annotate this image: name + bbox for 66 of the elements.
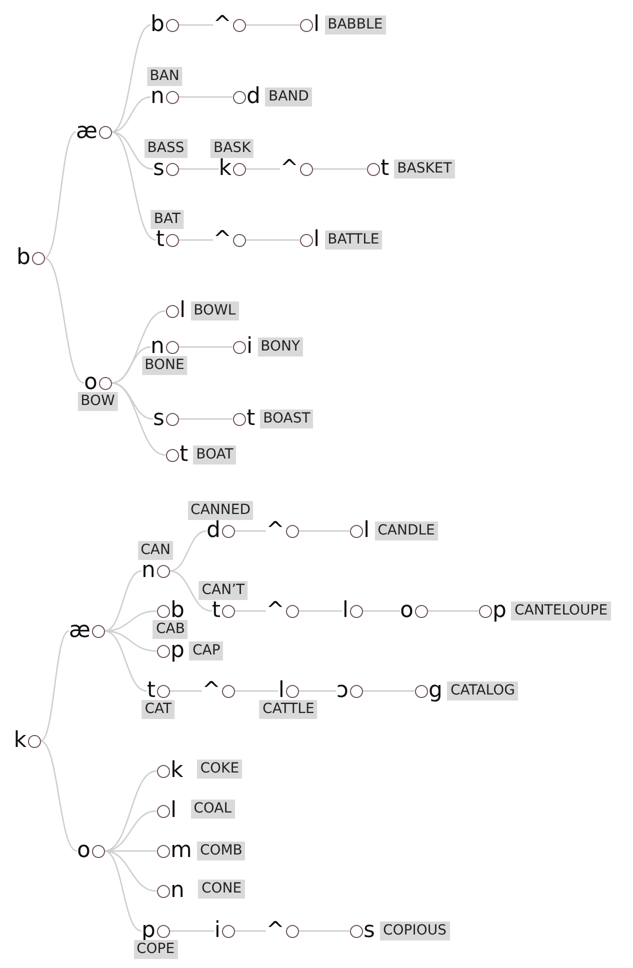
word-label: COPE bbox=[133, 940, 178, 959]
word-label: CATALOG bbox=[447, 682, 518, 700]
tree-branch-line bbox=[169, 530, 207, 572]
word-label: BASKET bbox=[394, 160, 455, 178]
tree-branch-line bbox=[104, 850, 142, 932]
word-label: BASK bbox=[210, 139, 254, 158]
tree-branch-line bbox=[170, 930, 214, 932]
tree-branch-line bbox=[362, 690, 414, 692]
tree-branch-line bbox=[40, 630, 70, 742]
tree-branch-line bbox=[246, 24, 300, 26]
tree-branch-line bbox=[298, 530, 350, 532]
word-label: BATTLE bbox=[324, 230, 382, 250]
word-label: CANTELOUPE bbox=[511, 602, 611, 620]
tree-branch-line bbox=[234, 530, 266, 532]
word-label: BAN bbox=[146, 67, 182, 86]
word-label: CAN’T bbox=[198, 581, 248, 600]
tree-branch-line bbox=[246, 168, 280, 170]
word-label: COKE bbox=[197, 760, 242, 779]
word-label: BOAST bbox=[260, 410, 314, 428]
tree-branch-line bbox=[234, 930, 266, 932]
word-label: BOW bbox=[78, 392, 118, 411]
tree-branch-line bbox=[178, 24, 214, 26]
tree-branch-line bbox=[298, 690, 336, 692]
word-label: BAND bbox=[265, 88, 312, 106]
word-label: BASS bbox=[144, 139, 188, 158]
word-label: CAP bbox=[189, 642, 224, 660]
word-label: BABBLE bbox=[324, 16, 386, 34]
word-label: BOAT bbox=[193, 446, 236, 464]
tree-branch-line bbox=[170, 690, 202, 692]
word-label: BONE bbox=[142, 356, 188, 375]
tree-branch-line bbox=[428, 610, 478, 612]
word-label: CAN bbox=[138, 541, 174, 560]
word-label: CONE bbox=[198, 880, 245, 899]
word-label: CAB bbox=[153, 620, 188, 639]
tree-branch-line bbox=[111, 382, 166, 456]
word-label: CAT bbox=[142, 700, 175, 719]
word-label: CANDLE bbox=[374, 522, 438, 540]
tree-branch-line bbox=[178, 346, 232, 348]
word-label: COMB bbox=[196, 842, 246, 860]
word-label: COPIOUS bbox=[380, 922, 450, 940]
tree-branch-line bbox=[362, 610, 400, 612]
tree-branch-line bbox=[178, 418, 232, 420]
tree-branch-line bbox=[40, 740, 78, 852]
word-label: BAT bbox=[150, 210, 184, 229]
tree-branch-line bbox=[298, 610, 342, 612]
word-label: CATTLE bbox=[260, 700, 318, 719]
word-label: BONY bbox=[258, 338, 304, 356]
tree-branch-line bbox=[111, 24, 151, 133]
tree-branch-line bbox=[44, 131, 76, 259]
tree-branch-line bbox=[111, 131, 156, 241]
tree-branch-line bbox=[169, 570, 212, 612]
tree-branch-line bbox=[104, 610, 157, 632]
tree-branch-line bbox=[234, 690, 278, 692]
tree-branch-line bbox=[178, 168, 219, 170]
tree-branch-line bbox=[234, 610, 266, 612]
tree-branch-line bbox=[298, 930, 350, 932]
tree-branch-line bbox=[178, 96, 232, 98]
word-label: BOWL bbox=[190, 302, 239, 320]
tree-branch-line bbox=[104, 630, 148, 692]
tree-branch-line bbox=[104, 570, 142, 632]
tree-branch-line bbox=[246, 239, 300, 241]
word-label: COAL bbox=[190, 800, 235, 819]
tree-branch-line bbox=[178, 239, 214, 241]
word-label: CANNED bbox=[188, 501, 254, 520]
tree-branch-line bbox=[312, 168, 366, 170]
tree-branch-line bbox=[44, 257, 84, 384]
